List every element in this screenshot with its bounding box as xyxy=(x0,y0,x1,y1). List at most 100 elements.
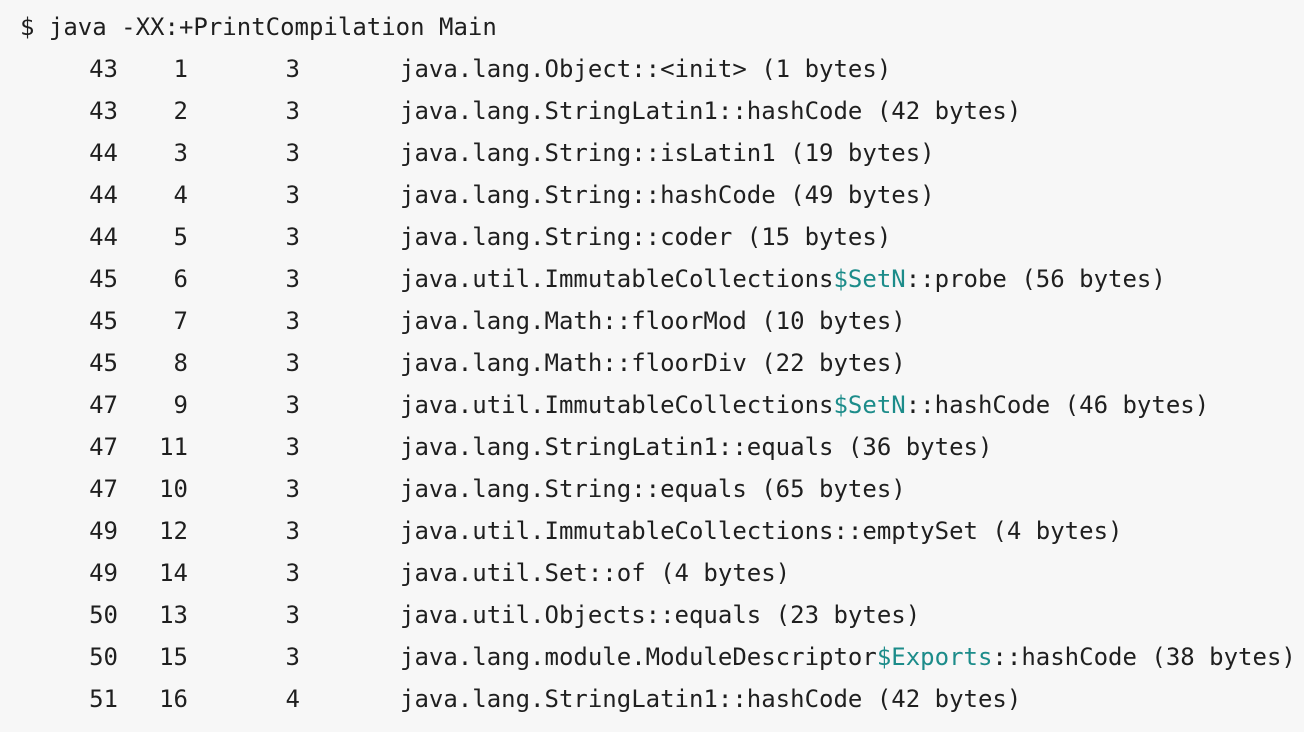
compile-id: 7 xyxy=(173,307,188,335)
log-row: 47 10 3 java.lang.String::equals (65 bytes) xyxy=(0,468,1304,510)
method-text-suffix: ::hashCode (38 bytes) xyxy=(992,643,1296,671)
method-signature: java.lang.String::hashCode (49 bytes) xyxy=(400,174,935,216)
tier-level: 3 xyxy=(285,559,300,587)
log-row: 50 15 3 java.lang.module.ModuleDescriptor$E… xyxy=(0,636,1304,678)
method-signature: java.lang.String::coder (15 bytes) xyxy=(400,216,891,258)
method-signature: java.lang.StringLatin1::equals (36 bytes… xyxy=(400,426,992,468)
timestamp-ms: 45 xyxy=(89,307,118,335)
tier-level: 3 xyxy=(285,349,300,377)
method-text-suffix: ::hashCode (46 bytes) xyxy=(905,391,1210,419)
compile-id: 4 xyxy=(173,181,188,209)
compile-id: 11 xyxy=(159,433,188,461)
method-signature: java.lang.module.ModuleDescriptor$Export… xyxy=(400,636,1296,678)
method-text: java.lang.String::hashCode (49 bytes) xyxy=(400,181,935,209)
tier-level: 3 xyxy=(285,433,300,461)
log-row: 43 1 3 java.lang.Object::<init> (1 bytes) xyxy=(0,48,1304,90)
log-row: 51 16 4 java.lang.StringLatin1::hashCode (4… xyxy=(0,678,1304,720)
method-text: java.lang.StringLatin1::hashCode (42 byt… xyxy=(400,685,1022,713)
method-text: java.lang.Object::<init> (1 bytes) xyxy=(400,55,892,83)
compile-id: 14 xyxy=(159,559,188,587)
compile-id: 9 xyxy=(173,391,188,419)
tier-level: 3 xyxy=(285,181,300,209)
method-text: java.util.ImmutableCollections xyxy=(400,265,834,293)
compile-id: 2 xyxy=(173,97,188,125)
tier-level: 3 xyxy=(285,223,300,251)
tier-level: 3 xyxy=(285,391,300,419)
tier-level: 3 xyxy=(285,139,300,167)
method-signature: java.lang.Object::<init> (1 bytes) xyxy=(400,48,891,90)
timestamp-ms: 49 xyxy=(89,559,118,587)
tier-level: 3 xyxy=(285,265,300,293)
method-signature: java.util.Objects::equals (23 bytes) xyxy=(400,594,920,636)
log-row: 45 7 3 java.lang.Math::floorMod (10 bytes) xyxy=(0,300,1304,342)
tier-level: 3 xyxy=(285,307,300,335)
timestamp-ms: 44 xyxy=(89,139,118,167)
tier-level: 3 xyxy=(285,55,300,83)
timestamp-ms: 47 xyxy=(89,433,118,461)
compile-id: 10 xyxy=(159,475,188,503)
command-line: $ java -XX:+PrintCompilation Main xyxy=(20,13,497,41)
tier-level: 4 xyxy=(285,685,300,713)
timestamp-ms: 43 xyxy=(89,55,118,83)
compile-id: 15 xyxy=(159,643,188,671)
method-text: java.util.Set::of (4 bytes) xyxy=(400,559,791,587)
compile-id: 12 xyxy=(159,517,188,545)
method-signature: java.lang.String::isLatin1 (19 bytes) xyxy=(400,132,935,174)
method-text: java.lang.StringLatin1::hashCode (42 byt… xyxy=(400,97,1022,125)
method-text: java.lang.StringLatin1::equals (36 bytes… xyxy=(400,433,993,461)
timestamp-ms: 50 xyxy=(89,601,118,629)
compile-id: 6 xyxy=(173,265,188,293)
inner-class-highlight: $SetN xyxy=(833,391,906,419)
log-row: 47 11 3 java.lang.StringLatin1::equals (36 … xyxy=(0,426,1304,468)
method-text: java.util.Objects::equals (23 bytes) xyxy=(400,601,921,629)
log-row: 45 6 3 java.util.ImmutableCollections$SetN:… xyxy=(0,258,1304,300)
method-signature: java.util.ImmutableCollections$SetN::pro… xyxy=(400,258,1166,300)
method-text: java.lang.Math::floorDiv (22 bytes) xyxy=(400,349,906,377)
timestamp-ms: 50 xyxy=(89,643,118,671)
inner-class-highlight: $Exports xyxy=(876,643,993,671)
tier-level: 3 xyxy=(285,601,300,629)
log-row: 43 2 3 java.lang.StringLatin1::hashCode (42… xyxy=(0,90,1304,132)
timestamp-ms: 45 xyxy=(89,349,118,377)
method-signature: java.lang.Math::floorMod (10 bytes) xyxy=(400,300,906,342)
method-text: java.util.ImmutableCollections::emptySet… xyxy=(400,517,1123,545)
method-signature: java.lang.StringLatin1::hashCode (42 byt… xyxy=(400,90,1021,132)
log-row: 47 9 3 java.util.ImmutableCollections$SetN:… xyxy=(0,384,1304,426)
compile-id: 16 xyxy=(159,685,188,713)
method-text-suffix: ::probe (56 bytes) xyxy=(905,265,1166,293)
method-text: java.lang.module.ModuleDescriptor xyxy=(400,643,877,671)
tier-level: 3 xyxy=(285,475,300,503)
inner-class-highlight: $SetN xyxy=(833,265,906,293)
log-row: 49 14 3 java.util.Set::of (4 bytes) xyxy=(0,552,1304,594)
method-text: java.lang.Math::floorMod (10 bytes) xyxy=(400,307,906,335)
tier-level: 3 xyxy=(285,97,300,125)
method-text: java.util.ImmutableCollections xyxy=(400,391,834,419)
timestamp-ms: 44 xyxy=(89,181,118,209)
compile-id: 1 xyxy=(173,55,188,83)
method-signature: java.lang.Math::floorDiv (22 bytes) xyxy=(400,342,906,384)
timestamp-ms: 43 xyxy=(89,97,118,125)
method-signature: java.util.ImmutableCollections$SetN::has… xyxy=(400,384,1209,426)
timestamp-ms: 51 xyxy=(89,685,118,713)
timestamp-ms: 47 xyxy=(89,391,118,419)
log-row: 44 5 3 java.lang.String::coder (15 bytes) xyxy=(0,216,1304,258)
timestamp-ms: 49 xyxy=(89,517,118,545)
method-signature: java.lang.String::equals (65 bytes) xyxy=(400,468,906,510)
method-signature: java.util.Set::of (4 bytes) xyxy=(400,552,790,594)
timestamp-ms: 47 xyxy=(89,475,118,503)
timestamp-ms: 45 xyxy=(89,265,118,293)
method-text: java.lang.String::coder (15 bytes) xyxy=(400,223,892,251)
log-row: 50 13 3 java.util.Objects::equals (23 bytes… xyxy=(0,594,1304,636)
method-signature: java.lang.StringLatin1::hashCode (42 byt… xyxy=(400,678,1021,720)
timestamp-ms: 44 xyxy=(89,223,118,251)
tier-level: 3 xyxy=(285,643,300,671)
compile-id: 13 xyxy=(159,601,188,629)
method-text: java.lang.String::equals (65 bytes) xyxy=(400,475,906,503)
compile-id: 5 xyxy=(173,223,188,251)
method-signature: java.util.ImmutableCollections::emptySet… xyxy=(400,510,1122,552)
